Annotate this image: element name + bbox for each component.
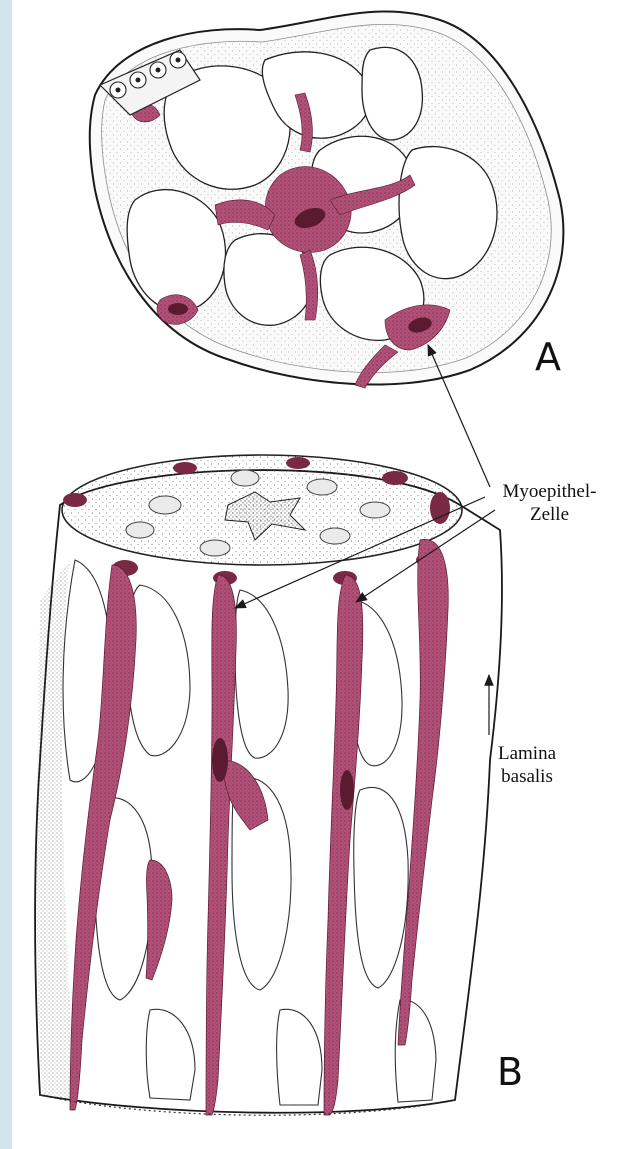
label-lamina-line1: Lamina: [472, 742, 582, 765]
label-lamina-line2: basalis: [472, 765, 582, 788]
label-myoepithel-line2: Zelle: [487, 503, 612, 526]
label-myoepithel-zelle: Myoepithel- Zelle: [487, 480, 612, 526]
label-lamina-basalis: Lamina basalis: [472, 742, 582, 788]
panel-letter-a: A: [535, 335, 561, 379]
label-myoepithel-line1: Myoepithel-: [487, 480, 612, 503]
panel-letter-b: B: [497, 1050, 523, 1094]
panel-b-duct-segment: [35, 455, 502, 1115]
